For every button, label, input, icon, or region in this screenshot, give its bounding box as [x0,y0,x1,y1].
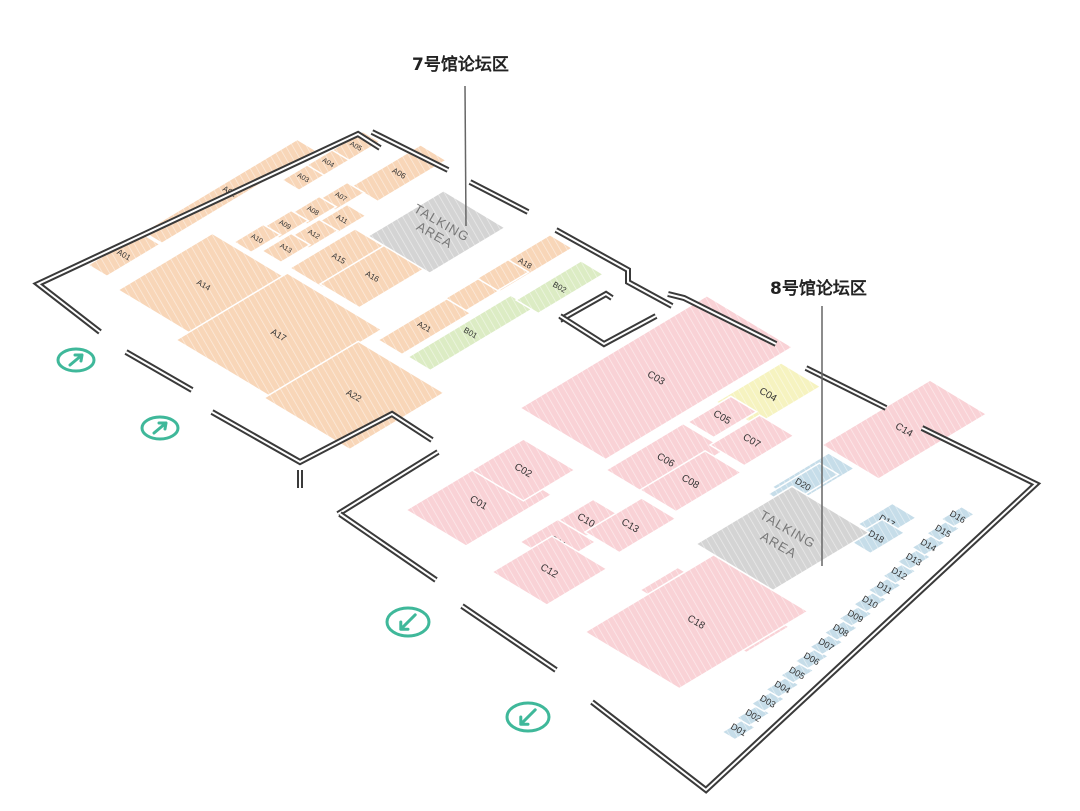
booth-a16[interactable]: A16 [318,244,427,309]
booth-hatch [941,506,975,527]
booth-a13[interactable]: A13 [260,232,312,264]
booth-hatch [520,295,793,460]
callout-lines-layer [464,85,823,566]
wall-segment-inner [555,229,673,307]
booth-hatch [290,228,388,288]
booth-hatch [378,298,471,355]
booth-hatch [606,423,726,496]
booth-hatch [118,233,290,337]
booth-c18[interactable]: C18 [583,553,810,690]
wall-segment-inner [469,181,529,213]
booth-d16[interactable]: D16 [939,505,976,528]
booth-a10[interactable]: A10 [232,223,282,254]
booth-c06[interactable]: C06 [604,422,728,497]
booth-a03[interactable]: A03 [280,163,327,192]
talking-area-hatch [696,486,870,591]
booth-hatch [516,260,604,314]
wall-segment-inner [591,427,1038,792]
booth-a17[interactable]: A17 [174,272,384,398]
booth-hatch [88,233,160,277]
wall-segment-inner [36,132,381,333]
entrance-arrow [519,708,537,726]
booth-a04[interactable]: A04 [305,148,352,177]
booth-c03[interactable]: C03 [518,294,794,461]
wall-segment-inner [211,411,433,464]
wall-segment-inner [125,351,193,391]
hall8-forum-callout: 8号馆论坛区 [770,279,867,299]
booth-a21[interactable]: A21 [376,297,473,356]
entrances-layer [56,347,551,733]
hall7-callout-line [464,85,467,227]
booth-c14[interactable]: C14 [820,379,988,480]
booth-hatch [307,149,350,176]
booth-b02[interactable]: B02 [514,260,605,315]
entrance-arrow [152,421,168,435]
entrance-ring [140,415,180,441]
booth-hatch [848,519,905,554]
booth-hatch [492,536,607,605]
booth-c07[interactable]: C07 [708,414,796,467]
walls-layer [32,129,1042,794]
booth-c05[interactable]: C05 [686,395,759,439]
wall-segment-inner [667,293,777,345]
exit-2-exit-icon[interactable] [505,701,551,733]
entrance-2-entrance-icon[interactable] [140,415,180,441]
booth-c12[interactable]: C12 [490,535,609,606]
booth-hatch [320,244,425,308]
booth-hatch [585,498,676,553]
hall7-forum-callout: 7号馆论坛区 [412,55,509,75]
entrance-arrow [68,353,84,367]
booth-c02[interactable]: C02 [470,438,577,502]
booth-hatch [472,439,575,501]
booth-hatch [282,164,325,191]
wall-segment-inner [339,513,437,581]
booth-a06[interactable]: A06 [350,143,448,203]
booth-hatch [264,341,444,450]
booth-hatch [822,380,987,479]
booth-c13[interactable]: C13 [583,497,678,554]
exit-1-exit-icon[interactable] [385,606,431,638]
booth-d18[interactable]: D18 [846,518,907,555]
booth-hatch [640,450,742,512]
wall-segment-inner [461,605,557,671]
entrance-ring [505,701,551,733]
booth-c08[interactable]: C08 [638,450,743,513]
booths-layer: A01A02A03A04A05A06A07A08A09A10A11A12A13A… [86,130,988,741]
booth-hatch [688,396,757,438]
entrance-1-entrance-icon[interactable] [56,347,96,373]
booth-a22[interactable]: A22 [262,340,446,451]
wall-segment-inner [371,131,449,171]
booth-hatch [408,295,534,371]
booth-hatch [710,415,794,466]
entrance-ring [56,347,96,373]
wall-segment-inner [559,292,613,321]
wall-segment-inner [337,451,439,515]
talking-area-hatch [368,190,506,274]
booth-hatch [176,273,382,397]
entrance-ring [385,606,431,638]
booth-hatch [262,233,310,263]
booth-hatch [234,224,281,253]
entrance-arrow [399,613,417,631]
wall-segment-inner [559,315,657,346]
wall-segment-inner [805,367,887,409]
booth-hatch [585,554,808,689]
